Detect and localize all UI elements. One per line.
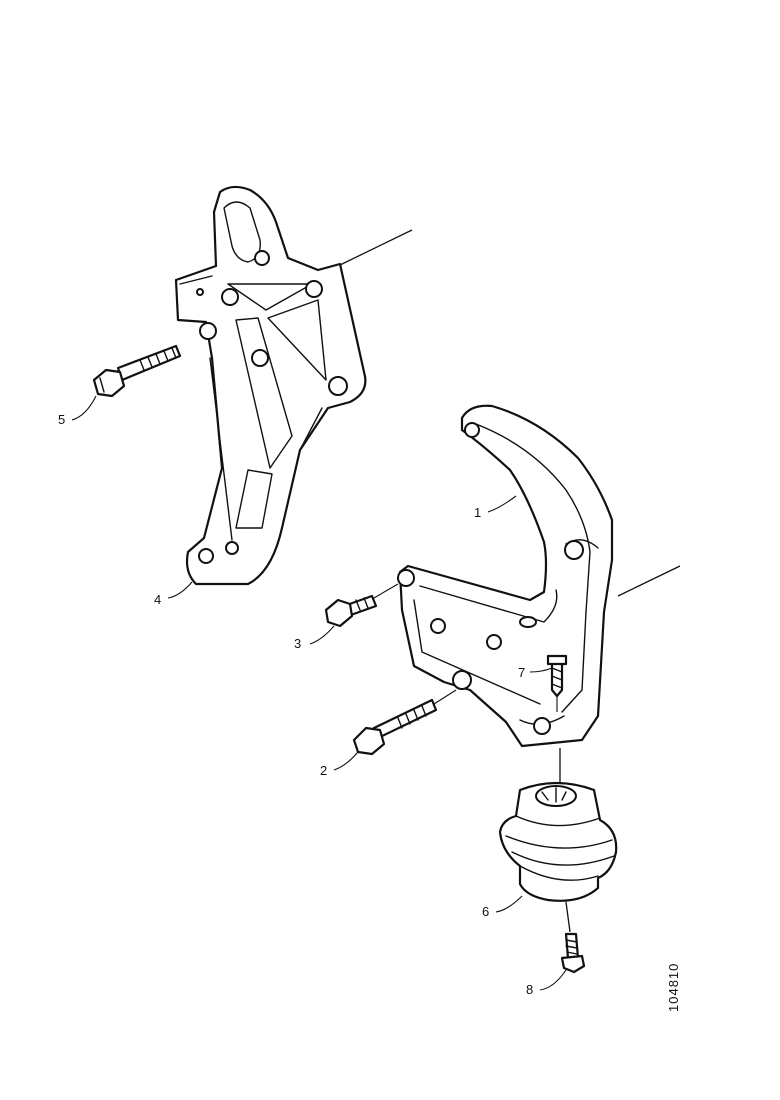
- part-7-screw: [546, 654, 568, 712]
- part-3-bolt: [324, 583, 399, 628]
- part-1-lower-bracket: [397, 404, 681, 748]
- part-4-upper-bracket: [174, 185, 413, 586]
- callout-3: 3: [294, 636, 301, 651]
- callout-8: 8: [526, 982, 533, 997]
- callout-4: 4: [154, 592, 161, 607]
- callout-6: 6: [482, 904, 489, 919]
- part-8-bolt: [560, 932, 586, 974]
- part-5-bolt: [92, 344, 182, 398]
- reference-number: 104810: [666, 963, 681, 1012]
- part-6-engine-mount: [498, 748, 618, 933]
- part-2-bolt: [352, 689, 457, 756]
- callout-5: 5: [58, 412, 65, 427]
- callout-1: 1: [474, 505, 481, 520]
- callout-7: 7: [518, 665, 525, 680]
- callout-2: 2: [320, 763, 327, 778]
- leader-lines: [71, 395, 567, 991]
